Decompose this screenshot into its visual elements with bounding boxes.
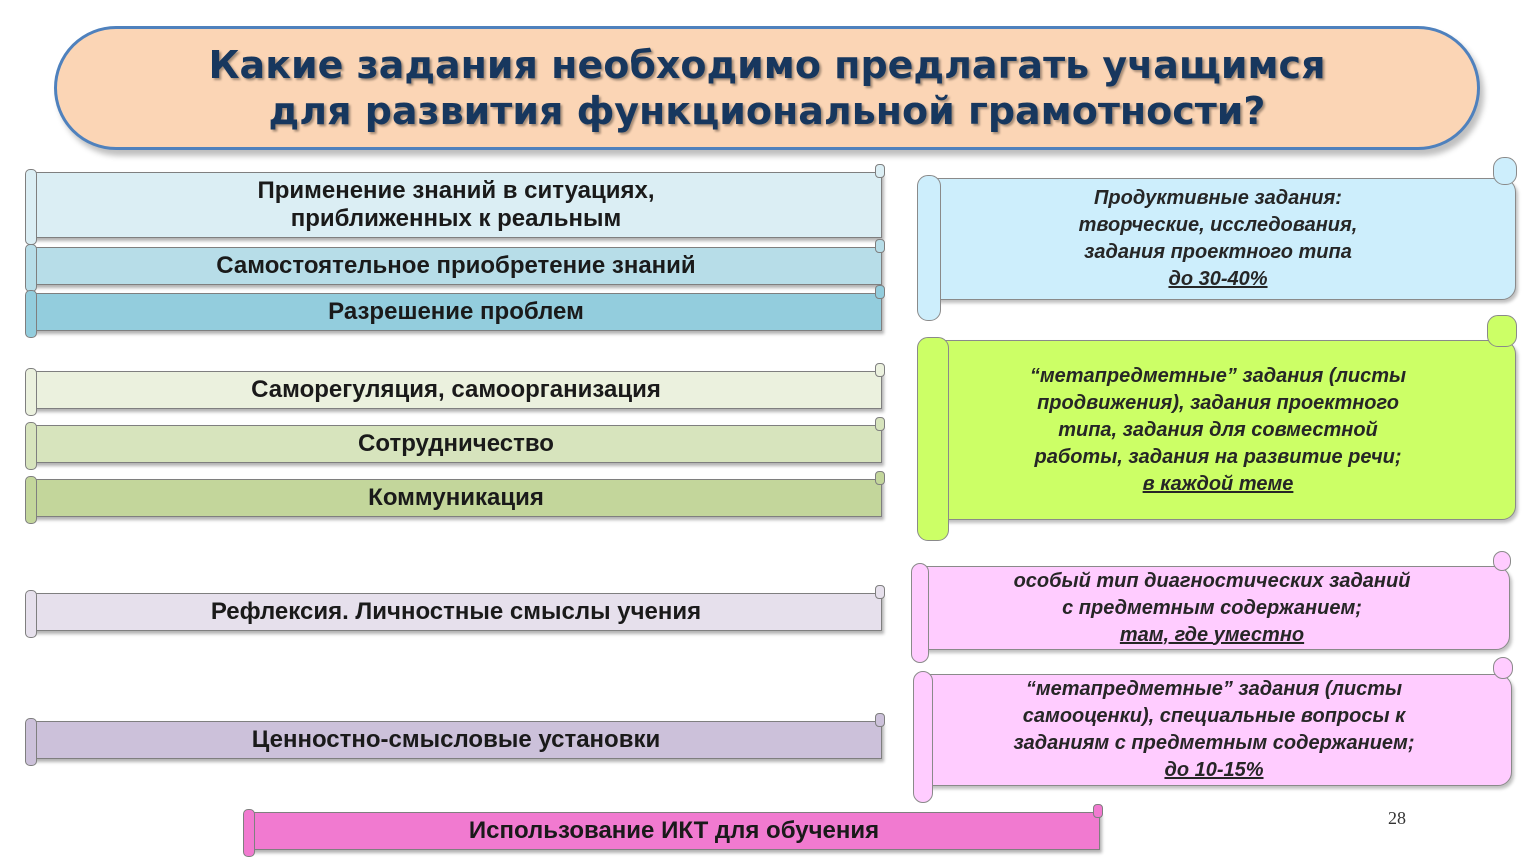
scroll-curl <box>1493 551 1511 571</box>
title-line-2: для развития функциональной грамотности? <box>268 89 1266 133</box>
page-number: 28 <box>1388 808 1406 828</box>
scroll-diagnostic-tasks: особый тип диагностических заданий с пре… <box>911 551 1511 663</box>
scroll-text-line: заданиям с предметным содержанием; <box>1013 732 1415 754</box>
scroll-curl <box>1493 157 1517 185</box>
bar-text-line: Использование ИКТ для обучения <box>468 817 880 844</box>
scroll-metasubject-tasks: “метапредметные” задания (листы продвиже… <box>917 315 1517 541</box>
title-line-1: Какие задания необходимо предлагать учащ… <box>208 43 1326 87</box>
scroll-underlined-text: до 30-40% <box>1168 268 1268 290</box>
scroll-self-assessment-tasks: “метапредметные” задания (листы самооцен… <box>913 657 1513 803</box>
scroll-text-line: “метапредметные” задания (листы <box>1029 364 1407 387</box>
scroll-curl <box>913 671 933 803</box>
bar-values: Ценностно-смысловые установки <box>25 713 885 766</box>
scroll-curl <box>917 337 949 541</box>
scroll-text-line: типа, задания для совместной <box>1058 418 1378 441</box>
scroll-underlined-text: до 10-15% <box>1164 759 1264 781</box>
bar-text-line: Ценностно-смысловые установки <box>251 726 661 753</box>
bar-text-line: Разрешение проблем <box>328 298 584 325</box>
scroll-curl <box>917 175 941 321</box>
scroll-text-line: Продуктивные задания: <box>1094 187 1342 209</box>
bar-problem-solving: Разрешение проблем <box>25 285 885 338</box>
bar-text-line: приближенных к реальным <box>290 205 622 232</box>
bar-text-line: Самостоятельное приобретение знаний <box>216 252 696 279</box>
bar-text-line: Коммуникация <box>368 484 544 511</box>
bar-text-line: Рефлексия. Личностные смыслы учения <box>210 598 702 625</box>
bar-ict: Использование ИКТ для обучения <box>243 804 1103 857</box>
scroll-text-line: творческие, исследования, <box>1078 214 1358 236</box>
title-banner: Какие задания необходимо предлагать учащ… <box>54 26 1480 150</box>
bar-text-line: Саморегуляция, самоорганизация <box>251 376 661 403</box>
bar-communication: Коммуникация <box>25 471 885 524</box>
bar-self-regulation: Саморегуляция, самоорганизация <box>25 363 885 416</box>
scroll-text-line: продвижения), задания проектного <box>1037 391 1399 414</box>
bar-reflection: Рефлексия. Личностные смыслы учения <box>25 585 885 638</box>
bar-text-line: Сотрудничество <box>358 430 554 457</box>
scroll-text-line: задания проектного типа <box>1084 241 1352 263</box>
scroll-curl <box>1493 657 1513 679</box>
scroll-text-line: особый тип диагностических заданий <box>1013 569 1411 592</box>
scroll-text-line: с предметным содержанием; <box>1062 596 1362 619</box>
bar-cooperation: Сотрудничество <box>25 417 885 470</box>
scroll-underlined-text: в каждой теме <box>1142 472 1294 495</box>
scroll-productive-tasks: Продуктивные задания: творческие, исслед… <box>917 157 1517 321</box>
bar-text-line: Применение знаний в ситуациях, <box>257 177 655 204</box>
scroll-curl <box>911 563 929 663</box>
bar-self-learning: Самостоятельное приобретение знаний <box>25 239 885 292</box>
scroll-curl <box>1487 315 1517 347</box>
scroll-text-line: “метапредметные” задания (листы <box>1025 678 1403 700</box>
scroll-underlined-text: там, где уместно <box>1119 623 1305 646</box>
bar-real-situations: Применение знаний в ситуациях, приближен… <box>25 164 885 245</box>
scroll-text-line: самооценки), специальные вопросы к <box>1022 705 1406 727</box>
scroll-text-line: работы, задания на развитие речи; <box>1034 445 1402 468</box>
